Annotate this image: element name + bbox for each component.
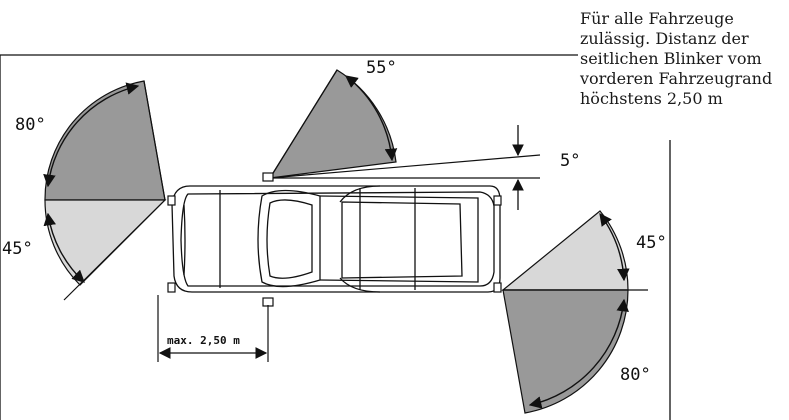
caption-line: vorderen Fahrzeugrand bbox=[580, 69, 773, 88]
caption-line: Für alle Fahrzeuge bbox=[580, 9, 734, 28]
front-upper-ray bbox=[143, 80, 166, 201]
rear-upper-angle-arrow bbox=[599, 212, 630, 282]
front-lower-ray bbox=[63, 199, 166, 301]
rear-lower-angle-label: 80° bbox=[620, 365, 651, 385]
caption-line: höchstens 2,50 m bbox=[580, 89, 723, 108]
small-angle-label: 5° bbox=[560, 151, 580, 171]
front-lower-angle-arrow bbox=[43, 212, 85, 283]
rear-upper-visibility-sector bbox=[501, 210, 629, 291]
front-signal-lamp-top bbox=[167, 195, 176, 206]
caption-text: Für alle Fahrzeuge zulässig. Distanz der… bbox=[580, 9, 785, 109]
side-signal-lamp-bottom bbox=[262, 297, 274, 307]
caption-line: seitlichen Blinker vom bbox=[580, 49, 762, 68]
side-front-ray bbox=[269, 69, 338, 179]
side-angle-arrow bbox=[345, 75, 398, 162]
car-top-view bbox=[171, 185, 501, 293]
rear-signal-lamp-bottom bbox=[493, 282, 502, 293]
side-signal-lamp-top bbox=[262, 172, 274, 182]
rear-signal-lamp-top bbox=[493, 195, 502, 206]
front-lower-visibility-sector bbox=[44, 199, 167, 286]
front-upper-angle-label: 80° bbox=[15, 115, 46, 135]
side-angle-label: 55° bbox=[366, 58, 397, 78]
diagram-frame bbox=[0, 54, 671, 420]
rear-lower-angle-arrow bbox=[528, 298, 629, 409]
front-lower-angle-label: 45° bbox=[2, 239, 33, 259]
caption-line: zulässig. Distanz der bbox=[580, 29, 749, 48]
front-upper-angle-arrow bbox=[43, 82, 140, 188]
dimension-label: max. 2,50 m bbox=[167, 334, 240, 347]
side-visibility-sector bbox=[268, 69, 397, 179]
rear-upper-angle-label: 45° bbox=[636, 233, 667, 253]
front-signal-lamp-bottom bbox=[167, 282, 176, 293]
side-rear-ray bbox=[269, 154, 541, 179]
rear-lower-visibility-sector bbox=[502, 289, 629, 414]
